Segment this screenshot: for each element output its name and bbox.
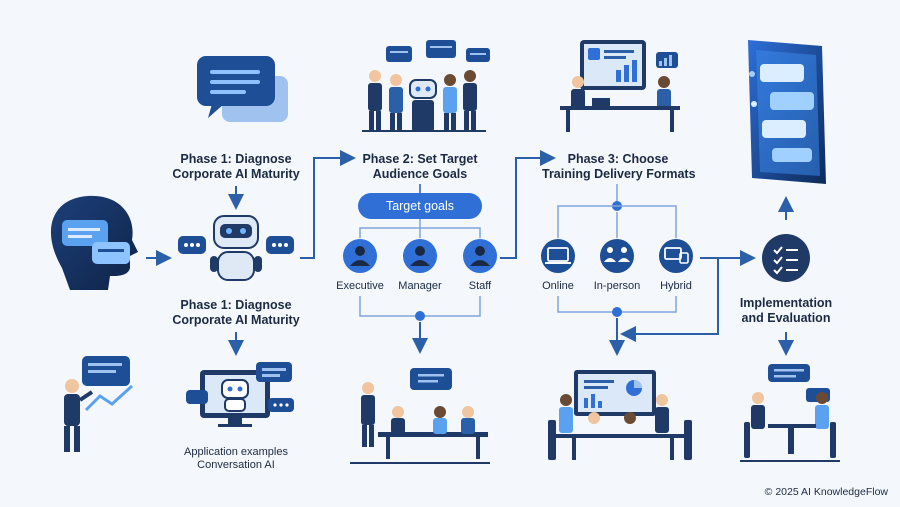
phase2-line1: Phase 2: Set Target: [362, 152, 478, 166]
target-goals-pill: Target goals: [358, 193, 482, 219]
implementation-line2: and Evaluation: [741, 311, 831, 325]
phase1-top-title: Phase 1: Diagnose Corporate AI Maturity: [166, 152, 306, 182]
implementation-title: Implementation and Evaluation: [726, 296, 846, 326]
training-room-icon: [548, 370, 692, 460]
evaluation-meeting-icon: [740, 364, 840, 462]
phase2-line2: Audience Goals: [372, 167, 468, 181]
staff-icon: [463, 239, 497, 273]
phase1-top-line2: Corporate AI Maturity: [172, 167, 300, 181]
team-meeting-robot-icon: [362, 40, 490, 132]
chat-bubbles-icon: [197, 56, 288, 122]
ai-monitor-icon: [186, 362, 294, 427]
manager-label: Manager: [398, 280, 442, 292]
hybrid-label: Hybrid: [660, 280, 692, 292]
presenter-icon: [64, 356, 134, 452]
smartphone-chat-icon: [748, 40, 826, 184]
team-table-meeting-icon: [350, 368, 490, 464]
phase3-title: Phase 3: Choose Training Delivery Format…: [542, 152, 696, 182]
phase1-bottom-line2: Conversation AI: [197, 459, 275, 471]
phase3-line1: Phase 3: Choose: [567, 152, 669, 166]
phase1-bottom-line1: Application examples: [184, 446, 288, 458]
executive-label: Executive: [336, 280, 384, 292]
robot-icon: [178, 215, 294, 281]
online-label: Online: [542, 280, 574, 292]
ai-head-icon: [50, 195, 138, 290]
online-icon: [541, 239, 575, 273]
executive-icon: [343, 239, 377, 273]
phase1-mid-title: Phase 1: Diagnose Corporate AI Maturity: [166, 298, 306, 328]
copyright-footer: © 2025 AI KnowledgeFlow: [764, 486, 888, 498]
in-person-icon: [600, 239, 634, 273]
in-person-label: In-person: [593, 280, 641, 292]
phase1-bottom-caption: Application examples Conversation AI: [166, 446, 306, 472]
dashboard-discussion-icon: [560, 40, 680, 132]
hybrid-icon: [659, 239, 693, 273]
phase1-mid-line2: Corporate AI Maturity: [172, 313, 300, 327]
staff-label: Staff: [468, 280, 492, 292]
phase1-top-line1: Phase 1: Diagnose: [180, 152, 292, 166]
implementation-line1: Implementation: [739, 296, 833, 310]
manager-icon: [403, 239, 437, 273]
checklist-icon: [762, 234, 810, 282]
phase2-title: Phase 2: Set Target Audience Goals: [348, 152, 492, 182]
phase1-mid-line1: Phase 1: Diagnose: [180, 298, 292, 312]
phase3-line2: Training Delivery Formats: [542, 167, 696, 181]
